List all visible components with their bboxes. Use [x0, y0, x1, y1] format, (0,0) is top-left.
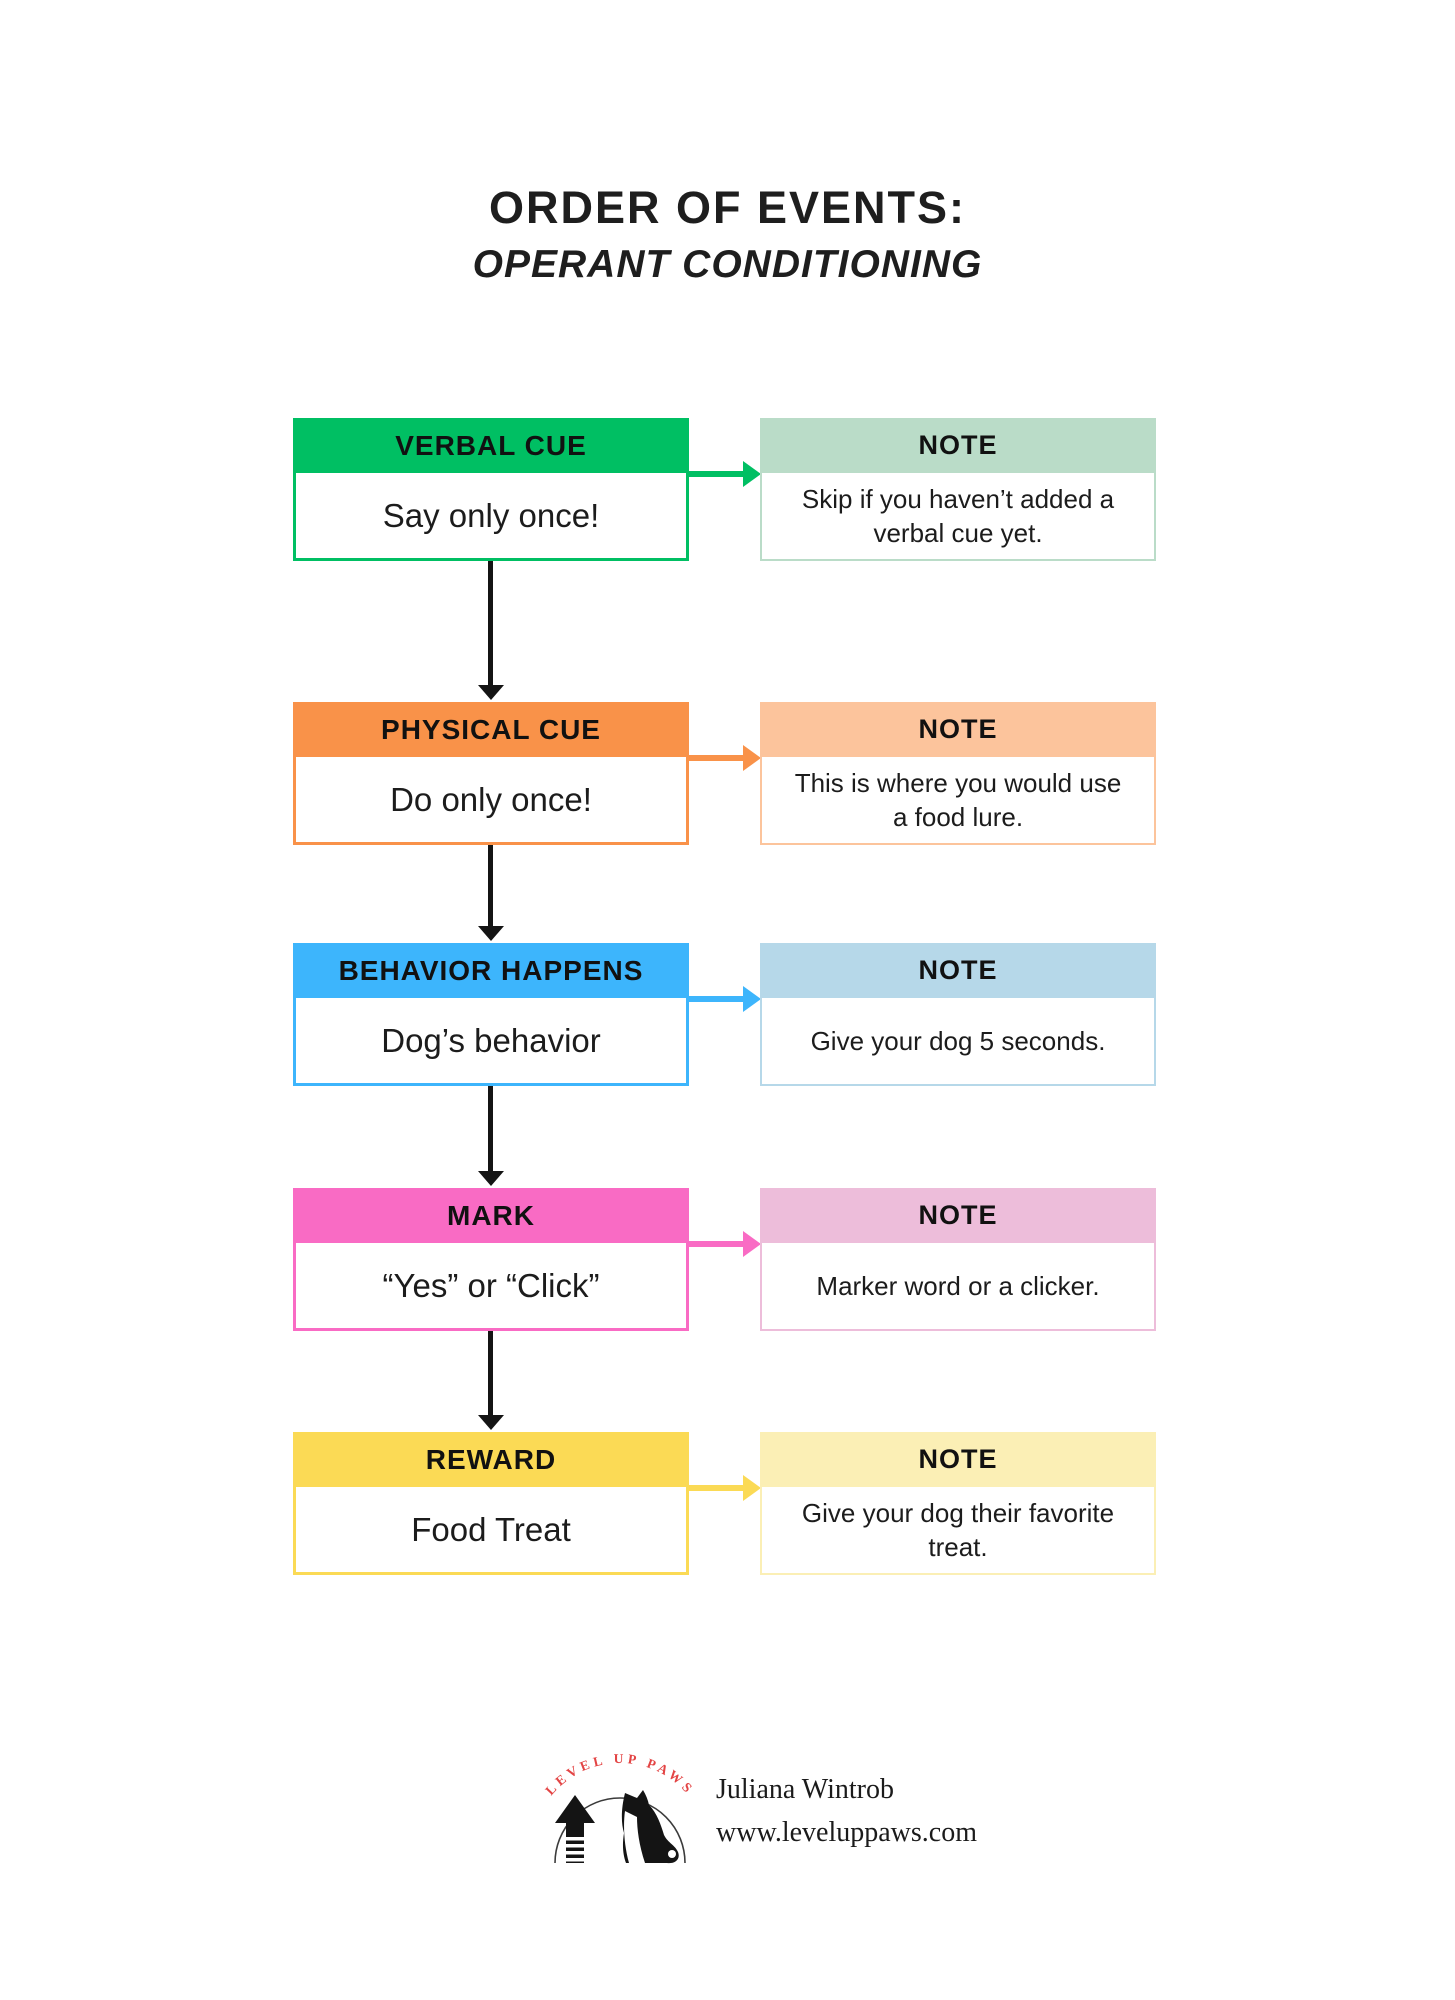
- flow-row-verbal-cue: VERBAL CUE Say only once! NOTE Skip if y…: [293, 418, 1156, 561]
- footer-credits: Juliana Wintrob www.leveluppaws.com: [716, 1768, 977, 1854]
- note-header: NOTE: [760, 1188, 1156, 1243]
- note-value: Marker word or a clicker.: [816, 1271, 1100, 1301]
- arrow-down-icon: [476, 845, 506, 941]
- arrow-line: [488, 1331, 493, 1415]
- arrow-head: [743, 986, 761, 1012]
- step-label: REWARD: [425, 1443, 557, 1475]
- step-header: VERBAL CUE: [293, 418, 689, 473]
- flow-row-behavior-happens: BEHAVIOR HAPPENS Dog’s behavior NOTE Giv…: [293, 943, 1156, 1086]
- step-box-behavior-happens: BEHAVIOR HAPPENS Dog’s behavior: [293, 943, 689, 1086]
- step-header: PHYSICAL CUE: [293, 702, 689, 757]
- note-label: NOTE: [918, 714, 998, 744]
- note-header: NOTE: [760, 1432, 1156, 1487]
- note-header: NOTE: [760, 943, 1156, 998]
- arrow-line: [687, 471, 745, 477]
- note-label: NOTE: [918, 1444, 998, 1474]
- arrow-line: [687, 1485, 745, 1491]
- note-box-reward: NOTE Give your dog their favorite treat.: [760, 1432, 1156, 1575]
- step-value: “Yes” or “Click”: [382, 1266, 600, 1304]
- note-text: Skip if you haven’t added a verbal cue y…: [760, 473, 1156, 561]
- arrow-head: [743, 745, 761, 771]
- arrow-right-icon: [687, 461, 761, 487]
- step-body: Food Treat: [293, 1487, 689, 1575]
- logo-dome-arc: [554, 1797, 686, 1864]
- arrow-line: [488, 845, 493, 926]
- step-body: Do only once!: [293, 757, 689, 845]
- note-text: Give your dog 5 seconds.: [760, 998, 1156, 1086]
- arrow-head: [743, 1231, 761, 1257]
- step-label: MARK: [447, 1199, 535, 1231]
- up-arrow-icon: [555, 1795, 595, 1863]
- arrow-head: [478, 685, 504, 700]
- website-url: www.leveluppaws.com: [716, 1817, 978, 1848]
- note-text: This is where you would use a food lure.: [760, 757, 1156, 845]
- arrow-head: [478, 926, 504, 941]
- step-box-reward: REWARD Food Treat: [293, 1432, 689, 1575]
- flow-row-mark: MARK “Yes” or “Click” NOTE Marker word o…: [293, 1188, 1156, 1331]
- note-value: Give your dog their favorite treat.: [801, 1498, 1115, 1562]
- arrow-down-icon: [476, 1086, 506, 1186]
- step-box-physical-cue: PHYSICAL CUE Do only once!: [293, 702, 689, 845]
- note-header: NOTE: [760, 702, 1156, 757]
- step-header: REWARD: [293, 1432, 689, 1487]
- step-body: Dog’s behavior: [293, 998, 689, 1086]
- step-box-verbal-cue: VERBAL CUE Say only once!: [293, 418, 689, 561]
- step-box-mark: MARK “Yes” or “Click”: [293, 1188, 689, 1331]
- step-value: Do only once!: [390, 780, 592, 818]
- author-name: Juliana Wintrob: [716, 1774, 894, 1805]
- step-body: “Yes” or “Click”: [293, 1243, 689, 1331]
- step-header: BEHAVIOR HAPPENS: [293, 943, 689, 998]
- arrow-line: [687, 996, 745, 1002]
- level-up-paws-logo: LEVEL UP PAWS: [542, 1751, 698, 1864]
- step-value: Dog’s behavior: [381, 1021, 601, 1059]
- arrow-down-icon: [476, 1331, 506, 1430]
- logo-arc-text: LEVEL UP PAWS: [542, 1751, 698, 1798]
- note-box-physical-cue: NOTE This is where you would use a food …: [760, 702, 1156, 845]
- dog-icon: [621, 1790, 679, 1864]
- arrow-head: [743, 1475, 761, 1501]
- step-value: Food Treat: [411, 1510, 571, 1548]
- arrow-down-icon: [476, 561, 506, 700]
- note-box-mark: NOTE Marker word or a clicker.: [760, 1188, 1156, 1331]
- arrow-line: [687, 1241, 745, 1247]
- note-label: NOTE: [918, 955, 998, 985]
- arrow-line: [687, 755, 745, 761]
- flow-row-physical-cue: PHYSICAL CUE Do only once! NOTE This is …: [293, 702, 1156, 845]
- step-value: Say only once!: [382, 496, 600, 534]
- note-text: Give your dog their favorite treat.: [760, 1487, 1156, 1575]
- note-header: NOTE: [760, 418, 1156, 473]
- flow-row-reward: REWARD Food Treat NOTE Give your dog the…: [293, 1432, 1156, 1575]
- note-label: NOTE: [918, 1200, 998, 1230]
- note-value: Skip if you haven’t added a verbal cue y…: [801, 484, 1115, 548]
- note-box-behavior-happens: NOTE Give your dog 5 seconds.: [760, 943, 1156, 1086]
- note-label: NOTE: [918, 430, 998, 460]
- arrow-head: [743, 461, 761, 487]
- arrow-right-icon: [687, 986, 761, 1012]
- arrow-line: [488, 561, 493, 685]
- arrow-right-icon: [687, 1231, 761, 1257]
- note-text: Marker word or a clicker.: [760, 1243, 1156, 1331]
- step-body: Say only once!: [293, 473, 689, 561]
- arrow-right-icon: [687, 745, 761, 771]
- step-label: BEHAVIOR HAPPENS: [338, 954, 644, 986]
- step-header: MARK: [293, 1188, 689, 1243]
- note-box-verbal-cue: NOTE Skip if you haven’t added a verbal …: [760, 418, 1156, 561]
- arrow-head: [478, 1171, 504, 1186]
- arrow-line: [488, 1086, 493, 1171]
- step-label: PHYSICAL CUE: [381, 713, 601, 745]
- arrow-head: [478, 1415, 504, 1430]
- note-value: Give your dog 5 seconds.: [810, 1026, 1106, 1056]
- arrow-right-icon: [687, 1475, 761, 1501]
- page-title: ORDER OF EVENTS:: [488, 182, 967, 233]
- note-value: This is where you would use a food lure.: [794, 768, 1122, 832]
- step-label: VERBAL CUE: [395, 429, 587, 461]
- page-subtitle: OPERANT CONDITIONING: [472, 243, 983, 286]
